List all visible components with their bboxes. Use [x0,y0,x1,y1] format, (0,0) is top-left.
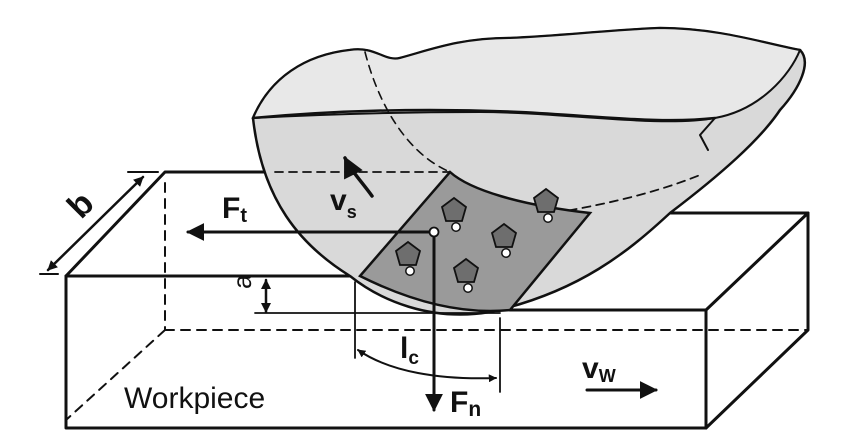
label-ft: Ft [222,192,247,227]
label-a: a [227,274,257,289]
label-fn: Fn [450,386,481,421]
dimension-b: b [39,171,159,275]
label-vs: vs [330,184,357,222]
pentagon-grain-icon [394,240,422,276]
dimension-a: a [227,274,501,314]
normal-force-arrow: Fn [425,226,481,421]
pentagon-grain-icon [440,196,468,232]
wheel-rim [251,26,802,123]
abrasive-grains [394,187,560,293]
label-lc: lc [400,332,419,369]
dimension-lc: lc [354,281,501,393]
workpiece-hidden-edges [65,182,809,421]
pentagon-grain-icon [490,222,518,258]
workpiece-front-face [64,274,708,430]
workpiece-speed-arrow: vW [582,352,658,399]
tangential-force-arrow: Ft [186,192,435,241]
pentagon-grain-icon [452,257,480,293]
contact-zone [358,170,593,313]
pentagon-grain-icon [532,187,560,223]
label-b: b [60,184,102,226]
label-workpiece: Workpiece [124,382,265,415]
workpiece-side-face [704,211,810,430]
label-vw: vW [582,352,616,386]
wheel-speed-arrow: vs [330,156,374,222]
